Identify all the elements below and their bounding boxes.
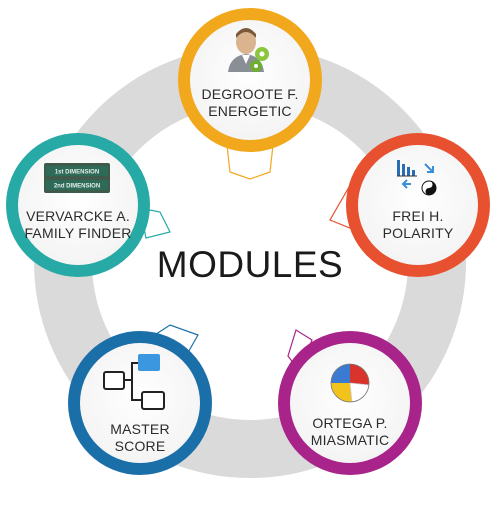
user-gear-icon bbox=[228, 28, 269, 72]
diagram-title: MODULES bbox=[156, 244, 344, 285]
module-line-1: DEGROOTE F. bbox=[201, 86, 299, 102]
module-line-1: FREI H. bbox=[392, 208, 444, 224]
dimension-text-1: 1st DIMENSION bbox=[55, 170, 99, 176]
module-line-2: MIASMATIC bbox=[310, 432, 390, 448]
module-line-2: POLARITY bbox=[382, 225, 454, 241]
pie-chart-icon bbox=[330, 363, 370, 403]
node-disc bbox=[190, 20, 310, 140]
dimension-text-2: 2nd DIMENSION bbox=[54, 184, 100, 190]
module-label-degroote[interactable]: DEGROOTE F. ENERGETIC bbox=[190, 86, 310, 120]
module-node-ortega[interactable] bbox=[278, 329, 422, 475]
module-label-vervarcke[interactable]: VERVARCKE A. FAMILY FINDER bbox=[18, 208, 138, 242]
flowchart-icon bbox=[103, 354, 165, 410]
module-line-1: VERVARCKE A. bbox=[26, 208, 130, 224]
module-line-2: ENERGETIC bbox=[208, 103, 292, 119]
polarity-icon bbox=[397, 160, 437, 196]
dimension-icon: 1st DIMENSION 2nd DIMENSION bbox=[44, 163, 110, 193]
module-line-1: ORTEGA P. bbox=[312, 415, 388, 431]
module-label-ortega[interactable]: ORTEGA P. MIASMATIC bbox=[295, 415, 405, 449]
module-node-degroote[interactable] bbox=[178, 8, 322, 180]
module-label-frei[interactable]: FREI H. POLARITY bbox=[368, 208, 468, 242]
module-node-frei[interactable] bbox=[329, 133, 490, 277]
module-label-master[interactable]: MASTER SCORE bbox=[90, 421, 190, 455]
module-line-2: SCORE bbox=[114, 438, 166, 454]
node-disc bbox=[358, 145, 478, 265]
module-line-2: FAMILY FINDER bbox=[24, 225, 132, 241]
module-line-1: MASTER bbox=[110, 421, 170, 437]
node-disc bbox=[290, 343, 410, 463]
